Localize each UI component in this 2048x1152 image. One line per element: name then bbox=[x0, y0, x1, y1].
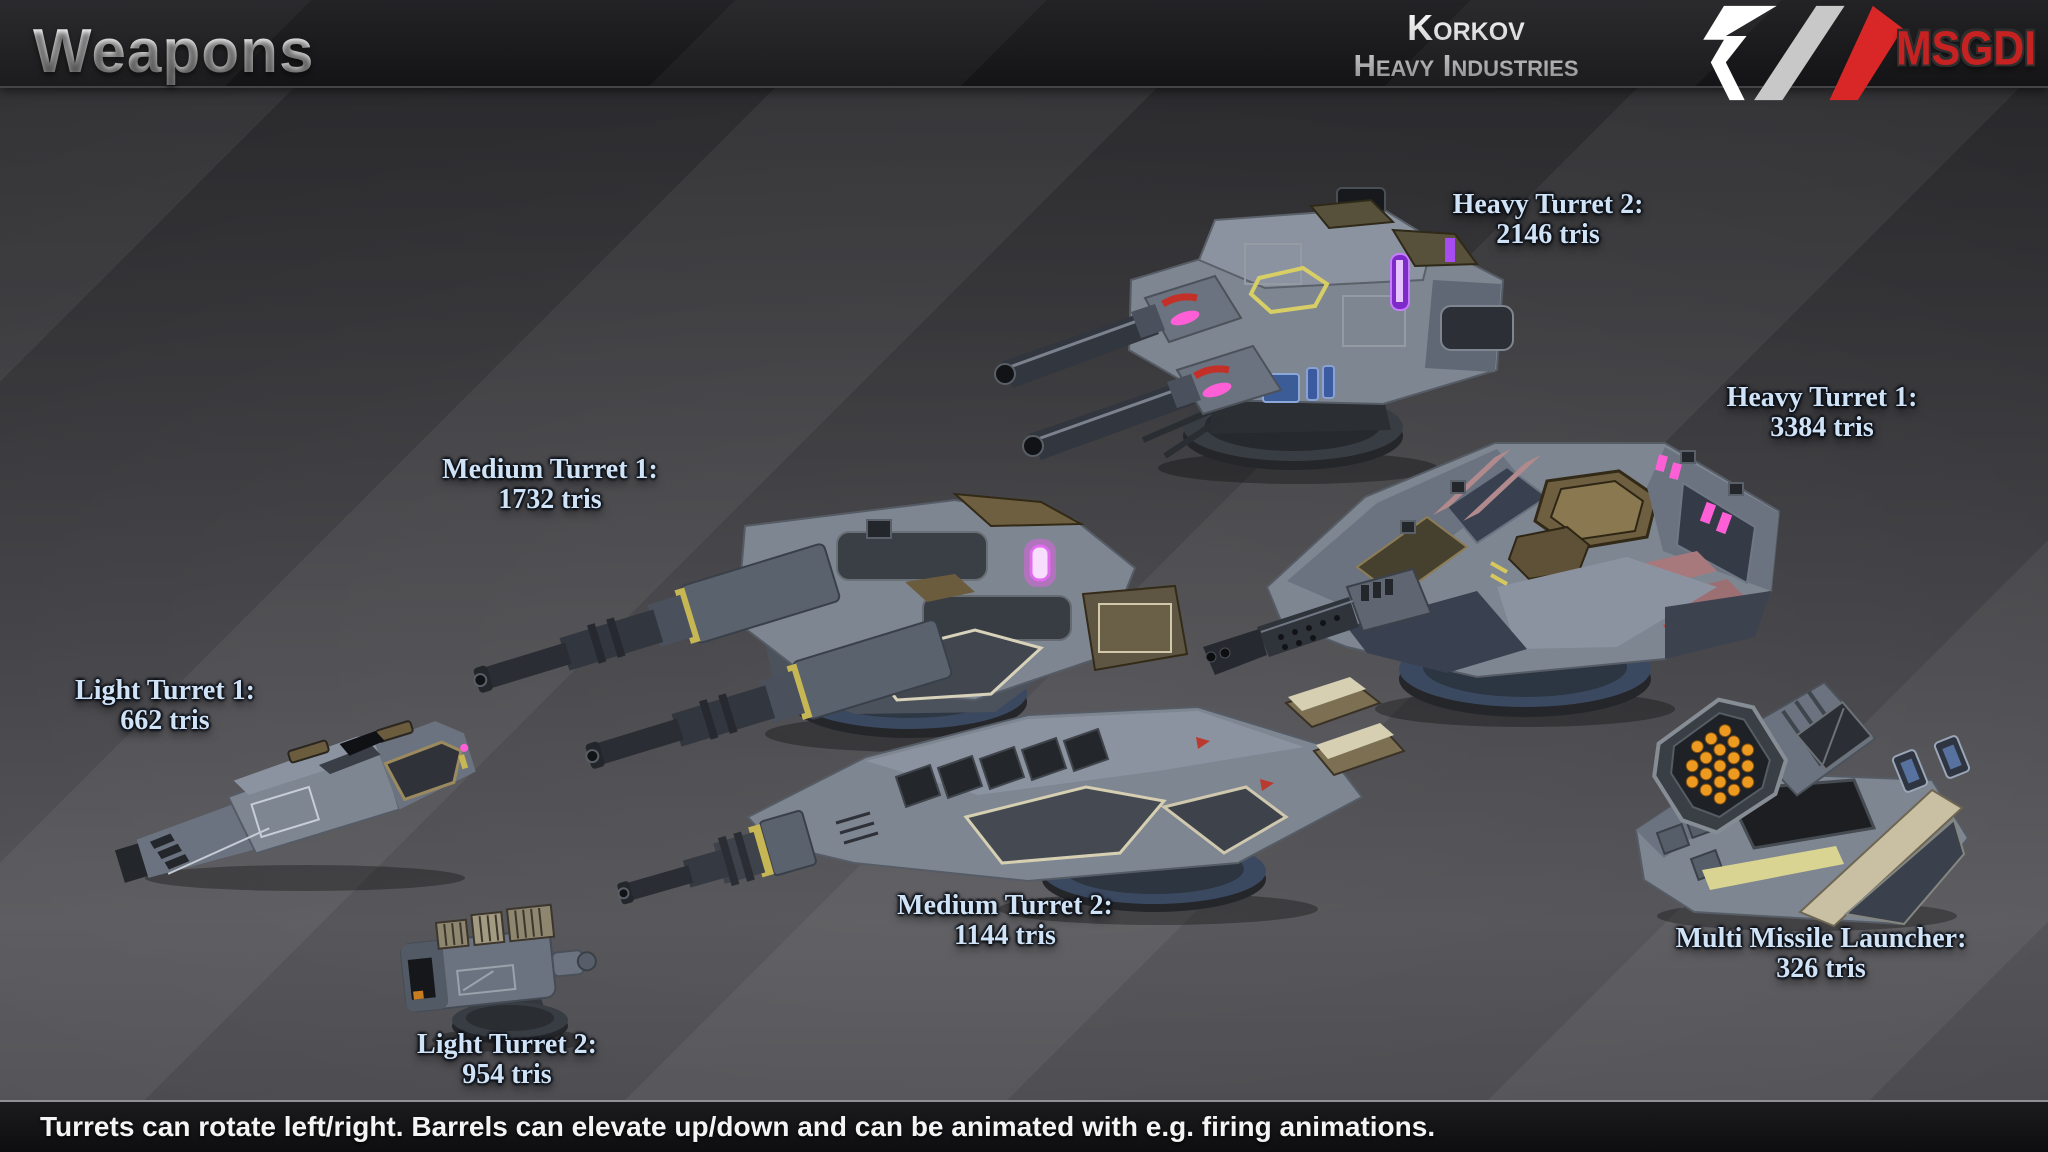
vent-blocks bbox=[894, 727, 1110, 809]
turret-body bbox=[114, 720, 476, 883]
model-label-heavy-turret-2: Heavy Turret 2: 2146 tris bbox=[1453, 190, 1644, 250]
model-tris: 1732 tris bbox=[498, 484, 602, 515]
yellow-stripe-decal bbox=[1702, 846, 1844, 890]
turret-barrels bbox=[994, 274, 1283, 460]
model-name: Light Turret 1: bbox=[75, 675, 255, 706]
footer-bar: Turrets can rotate left/right. Barrels c… bbox=[0, 1100, 2048, 1152]
model-name: Heavy Turret 1: bbox=[1726, 382, 1918, 413]
model-tris: 1144 tris bbox=[954, 920, 1056, 951]
brand-name: Korkov Heavy Industries bbox=[1350, 10, 1582, 81]
magenta-glow bbox=[460, 743, 469, 752]
model-label-heavy-turret-1: Heavy Turret 1: 3384 tris bbox=[1727, 383, 1918, 443]
magenta-glow bbox=[1029, 544, 1051, 582]
model-label-medium-turret-1: Medium Turret 1: 1732 tris bbox=[442, 455, 658, 515]
model-name: Medium Turret 1: bbox=[442, 454, 658, 485]
missile-tips bbox=[1685, 724, 1755, 805]
footer-note: Turrets can rotate left/right. Barrels c… bbox=[40, 1111, 1436, 1142]
heavy-turret-2-model bbox=[994, 187, 1514, 484]
model-tris: 2146 tris bbox=[1496, 219, 1600, 250]
model-name: Medium Turret 2: bbox=[897, 890, 1113, 921]
silver-slash bbox=[1754, 5, 1845, 101]
yellow-chevron-decal bbox=[1490, 561, 1508, 586]
model-tris: 954 tris bbox=[462, 1059, 552, 1090]
model-label-light-turret-2: Light Turret 2: 954 tris bbox=[417, 1030, 597, 1090]
model-tris: 3384 tris bbox=[1770, 412, 1874, 443]
medium-turret-1-model bbox=[473, 492, 1189, 769]
yellow-hex-decal bbox=[1248, 265, 1330, 315]
light-turret-2-model bbox=[400, 903, 597, 1052]
medium-turret-2-model bbox=[617, 677, 1406, 925]
model-tris: 326 tris bbox=[1776, 953, 1866, 984]
turret-base bbox=[452, 998, 568, 1044]
model-name: Light Turret 2: bbox=[417, 1029, 597, 1060]
light-turret-1-model bbox=[114, 720, 476, 891]
model-label-light-turret-1: Light Turret 1: 662 tris bbox=[75, 676, 255, 736]
white-bracket-slash bbox=[1703, 5, 1777, 101]
model-name: Heavy Turret 2: bbox=[1452, 189, 1644, 220]
turret-body bbox=[746, 677, 1406, 883]
msgdi-logo: MSGDI bbox=[1896, 20, 2037, 76]
model-label-medium-turret-2: Medium Turret 2: 1144 tris bbox=[897, 891, 1113, 951]
brand-line2: Heavy Industries bbox=[1353, 48, 1579, 83]
company-logo-icon bbox=[1703, 5, 1903, 101]
multi-missile-launcher-model bbox=[1634, 681, 1971, 931]
magenta-glow bbox=[1699, 501, 1717, 525]
brand-line1: Korkov bbox=[1407, 7, 1525, 48]
heavy-turret-1-model bbox=[1203, 442, 1781, 727]
launcher-head bbox=[1652, 681, 1877, 835]
turret-barrel bbox=[617, 809, 817, 905]
model-name: Multi Missile Launcher: bbox=[1675, 923, 1967, 954]
magenta-glow bbox=[1715, 511, 1733, 535]
model-label-multi-missile-launcher: Multi Missile Launcher: 326 tris bbox=[1676, 924, 1967, 984]
red-slash bbox=[1829, 5, 1903, 101]
magenta-glow bbox=[1202, 382, 1232, 398]
turret-barrel-lower bbox=[585, 619, 953, 769]
turret-barrel-upper bbox=[473, 543, 841, 693]
model-tris: 662 tris bbox=[120, 705, 210, 736]
turret-barrel bbox=[1203, 567, 1433, 675]
page-title: Weapons bbox=[33, 17, 315, 86]
turret-head bbox=[400, 903, 597, 1013]
header-bar: Weapons Korkov Heavy Industries MSGDI bbox=[0, 0, 2048, 101]
magenta-glow bbox=[1170, 310, 1200, 326]
ribbed-caps bbox=[434, 903, 556, 950]
